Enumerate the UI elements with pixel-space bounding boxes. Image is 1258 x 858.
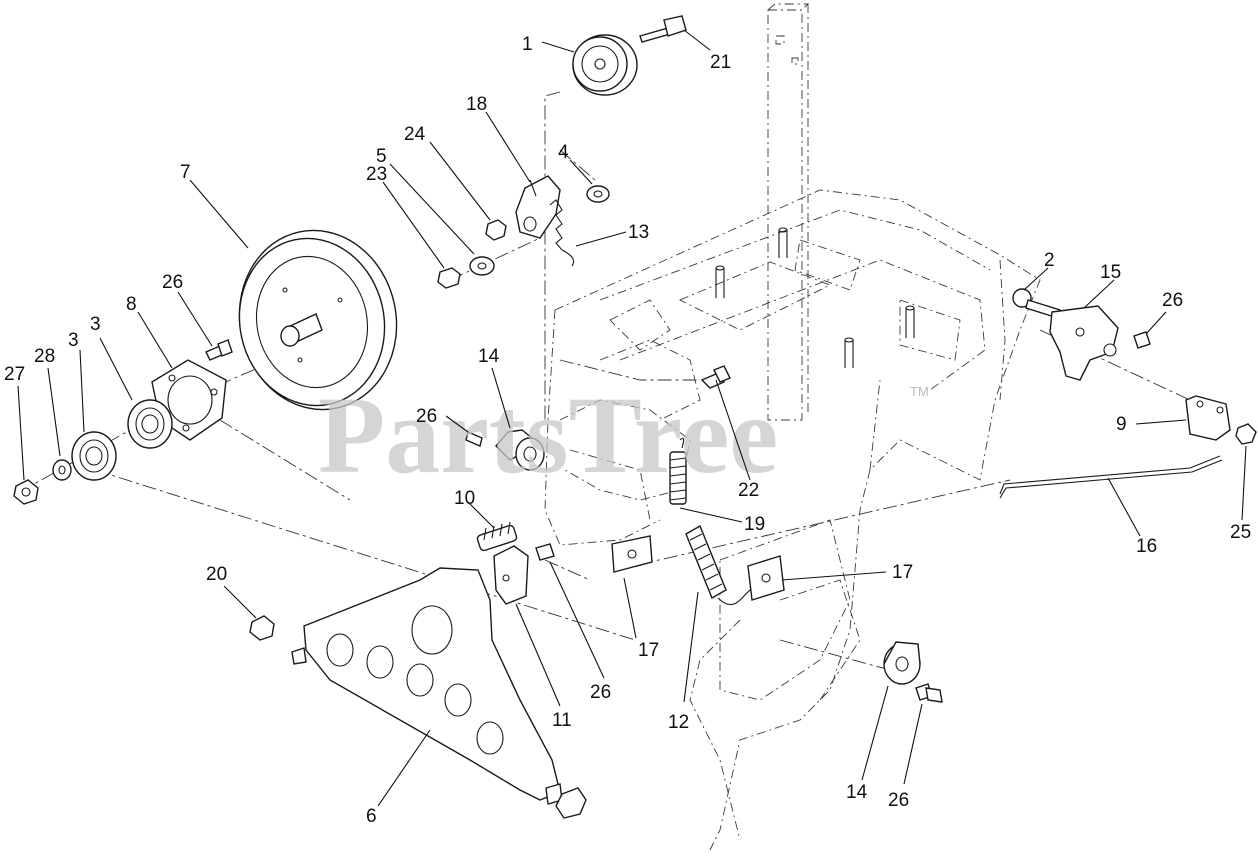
belt-guard xyxy=(291,567,563,805)
bolt-26a xyxy=(205,339,233,361)
callout-17-b: 17 xyxy=(638,640,659,661)
drive-pulley xyxy=(238,229,398,411)
spring-anchor-17a xyxy=(611,535,653,573)
nut-27 xyxy=(13,479,39,505)
watermark: PartsTree TM xyxy=(318,374,929,496)
callout-22: 22 xyxy=(738,480,759,501)
callout-1: 1 xyxy=(522,34,533,55)
idler-pulley xyxy=(572,34,638,96)
callout-8: 8 xyxy=(126,294,137,315)
spring-12 xyxy=(685,524,771,606)
callout-11: 11 xyxy=(552,710,572,731)
bracket-9 xyxy=(1185,395,1231,441)
nut-20 xyxy=(249,615,275,641)
callout-2: 2 xyxy=(1044,250,1055,271)
callout-27: 27 xyxy=(4,364,25,385)
watermark-trademark: TM xyxy=(910,384,929,399)
callout-3-a: 3 xyxy=(90,314,101,335)
bolt-26b xyxy=(465,431,483,447)
callout-26-e: 26 xyxy=(888,790,909,811)
lever-15 xyxy=(1049,305,1119,381)
pivot-bushing-14b xyxy=(883,641,921,685)
callout-18: 18 xyxy=(466,94,487,115)
bearing-3b xyxy=(71,431,117,481)
idler-bracket xyxy=(515,175,561,239)
callout-23: 23 xyxy=(366,164,387,185)
callout-16: 16 xyxy=(1136,536,1157,557)
callout-3-b: 3 xyxy=(68,330,79,351)
nut-25 xyxy=(1235,423,1257,445)
callout-24: 24 xyxy=(404,124,426,145)
pivot-bushing-14a xyxy=(495,429,545,471)
pulley-bolt xyxy=(639,15,687,43)
callout-13: 13 xyxy=(628,222,649,243)
callout-25: 25 xyxy=(1230,522,1251,543)
callout-20: 20 xyxy=(206,564,227,585)
callout-14-a: 14 xyxy=(478,346,500,367)
callout-4: 4 xyxy=(558,142,569,163)
callout-21: 21 xyxy=(710,52,731,73)
control-rod-16 xyxy=(999,455,1223,499)
washer-5 xyxy=(469,256,495,276)
nut-24 xyxy=(485,219,507,241)
bracket-11 xyxy=(493,545,529,605)
callout-7: 7 xyxy=(180,162,191,183)
spring-10 xyxy=(476,521,518,552)
callout-26-b: 26 xyxy=(416,406,437,427)
frame-outline xyxy=(544,3,1041,851)
callout-19: 19 xyxy=(744,514,765,535)
idler-spring xyxy=(549,199,575,267)
callout-10: 10 xyxy=(454,488,475,509)
callout-5: 5 xyxy=(376,146,387,167)
washer-4 xyxy=(586,185,610,203)
spring-19 xyxy=(669,437,687,505)
leader-lines xyxy=(17,29,1247,807)
guard-end-cap xyxy=(555,787,587,819)
callout-26-d: 26 xyxy=(590,682,611,703)
callout-14-b: 14 xyxy=(846,782,868,803)
bolt-26e xyxy=(915,683,943,703)
callout-26-c: 26 xyxy=(1162,290,1183,311)
spring-anchor-17b xyxy=(747,555,785,601)
watermark-text: PartsTree xyxy=(318,374,778,496)
callout-17-a: 17 xyxy=(892,562,913,583)
callout-26-a: 26 xyxy=(162,272,183,293)
washer-28 xyxy=(52,459,72,481)
callout-9: 9 xyxy=(1116,414,1127,435)
nut-23 xyxy=(437,267,461,289)
callout-28: 28 xyxy=(34,346,55,367)
callout-12: 12 xyxy=(668,712,689,733)
bolt-26d xyxy=(535,543,555,561)
callout-6: 6 xyxy=(366,806,377,827)
bolt-26c xyxy=(1133,331,1151,349)
shoulder-bolt-22 xyxy=(700,365,731,389)
bearing-3a xyxy=(127,399,173,449)
callout-15: 15 xyxy=(1100,262,1121,283)
callout-labels: 1 21 18 24 5 4 23 13 7 26 8 3 28 3 27 14… xyxy=(4,34,1251,827)
